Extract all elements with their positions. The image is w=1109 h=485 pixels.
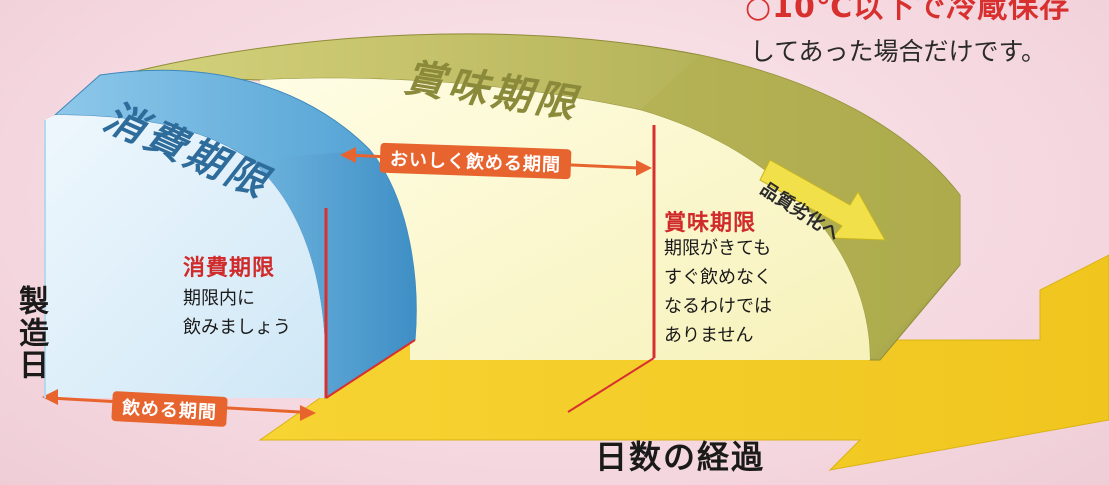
quality-degrade-arrow <box>759 159 886 241</box>
consume-by-face <box>45 115 326 398</box>
consume-by-note-title: 消費期限 <box>183 256 276 281</box>
storage-condition-subtext: してあった場合だけです。 <box>750 37 1047 66</box>
consume-by-side <box>250 150 417 398</box>
drinkable-period-arrowhead-left <box>42 389 58 405</box>
best-before-note-body: 期限がきても すぐ飲めなく なるわけでは ありません <box>664 238 772 346</box>
manufacture-date-label: 製造日 <box>13 285 48 381</box>
floor-line-1 <box>325 339 416 399</box>
elapsed-days-label: 日数の経過 <box>595 438 766 476</box>
floor-line-2 <box>567 357 655 413</box>
tasty-period-arrowhead-left <box>340 147 356 163</box>
best-before-note-title: 賞味期限 <box>664 211 757 236</box>
best-before-side <box>640 55 960 360</box>
drinkable-period-arrowhead-right <box>300 405 316 421</box>
tasty-period-arrowhead-right <box>636 160 652 176</box>
storage-condition-heading: ○10℃以下で冷蔵保存 <box>745 0 1071 25</box>
consume-by-note-body: 期限内に 飲みましょう <box>183 288 291 338</box>
drinkable-period-label: 飲める期間 <box>111 391 228 427</box>
